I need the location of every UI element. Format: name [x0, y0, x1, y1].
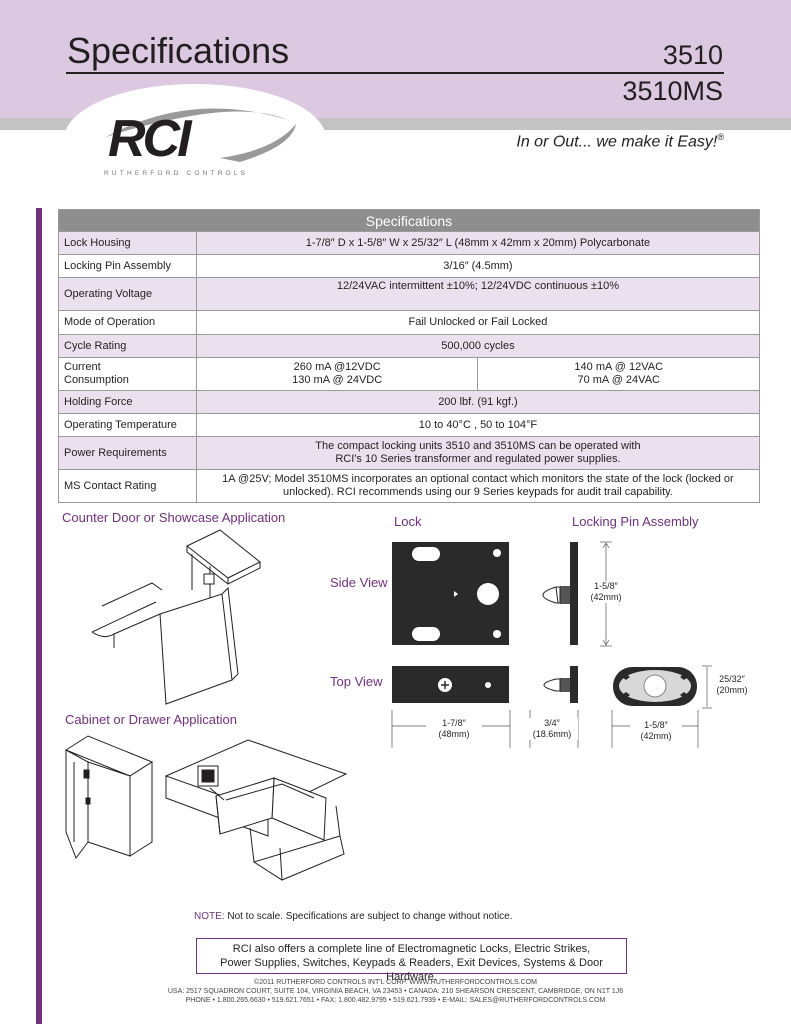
accent-side-bar — [36, 208, 42, 1024]
side-view-label: Side View — [330, 575, 388, 590]
height-dimension: 1-5/8″(42mm) — [583, 581, 629, 603]
footer-copyright: ©2011 RUTHERFORD CONTROLS INT'L CORP. WW… — [254, 979, 537, 986]
product-line-promo: RCI also offers a complete line of Elect… — [196, 938, 627, 983]
counter-application-title: Counter Door or Showcase Application — [62, 510, 286, 525]
tagline: In or Out... we make it Easy!® — [516, 132, 724, 151]
lock-top-view — [392, 666, 509, 703]
title-rule — [66, 72, 724, 74]
svg-text:RCI: RCI — [108, 110, 193, 168]
lock-title: Lock — [394, 514, 422, 529]
model-number-secondary: 3510MS — [622, 76, 723, 106]
length-dimension: 1-7/8″(48mm) — [426, 718, 482, 740]
footer-contact: PHONE • 1.800.265.6630 • 519.621.7651 • … — [185, 997, 606, 1004]
pin-length-dimension: 3/4″(18.6mm) — [526, 718, 578, 740]
disclaimer-note: NOTE: Not to scale. Specifications are s… — [194, 911, 513, 922]
plate-length-dimension: 1-5/8″(42mm) — [630, 720, 682, 742]
brand-name: RUTHERFORD CONTROLS — [104, 170, 248, 177]
table-heading: Specifications — [58, 209, 760, 232]
counter-door-illustration — [92, 529, 261, 705]
depth-dimension: 25/32″(20mm) — [716, 674, 748, 695]
rci-logo: RCI RUTHERFORD CONTROLS — [104, 108, 296, 177]
lock-side-view — [392, 542, 509, 645]
cabinet-application-title: Cabinet or Drawer Application — [65, 712, 237, 727]
footer-addresses: USA: 2517 SQUADRON COURT, SUITE 104, VIR… — [167, 988, 624, 995]
model-number-primary: 3510 — [662, 40, 723, 70]
locking-pin-side-view — [542, 542, 578, 645]
depth-dimension-line — [702, 665, 712, 709]
page-title: Specifications — [67, 30, 290, 71]
top-view-label: Top View — [330, 674, 383, 689]
locking-pin-title: Locking Pin Assembly — [572, 514, 699, 529]
locking-pin-top-view — [543, 666, 578, 703]
drawer-illustration — [164, 739, 348, 881]
strike-plate-view — [613, 667, 697, 706]
cabinet-illustration — [64, 735, 154, 860]
